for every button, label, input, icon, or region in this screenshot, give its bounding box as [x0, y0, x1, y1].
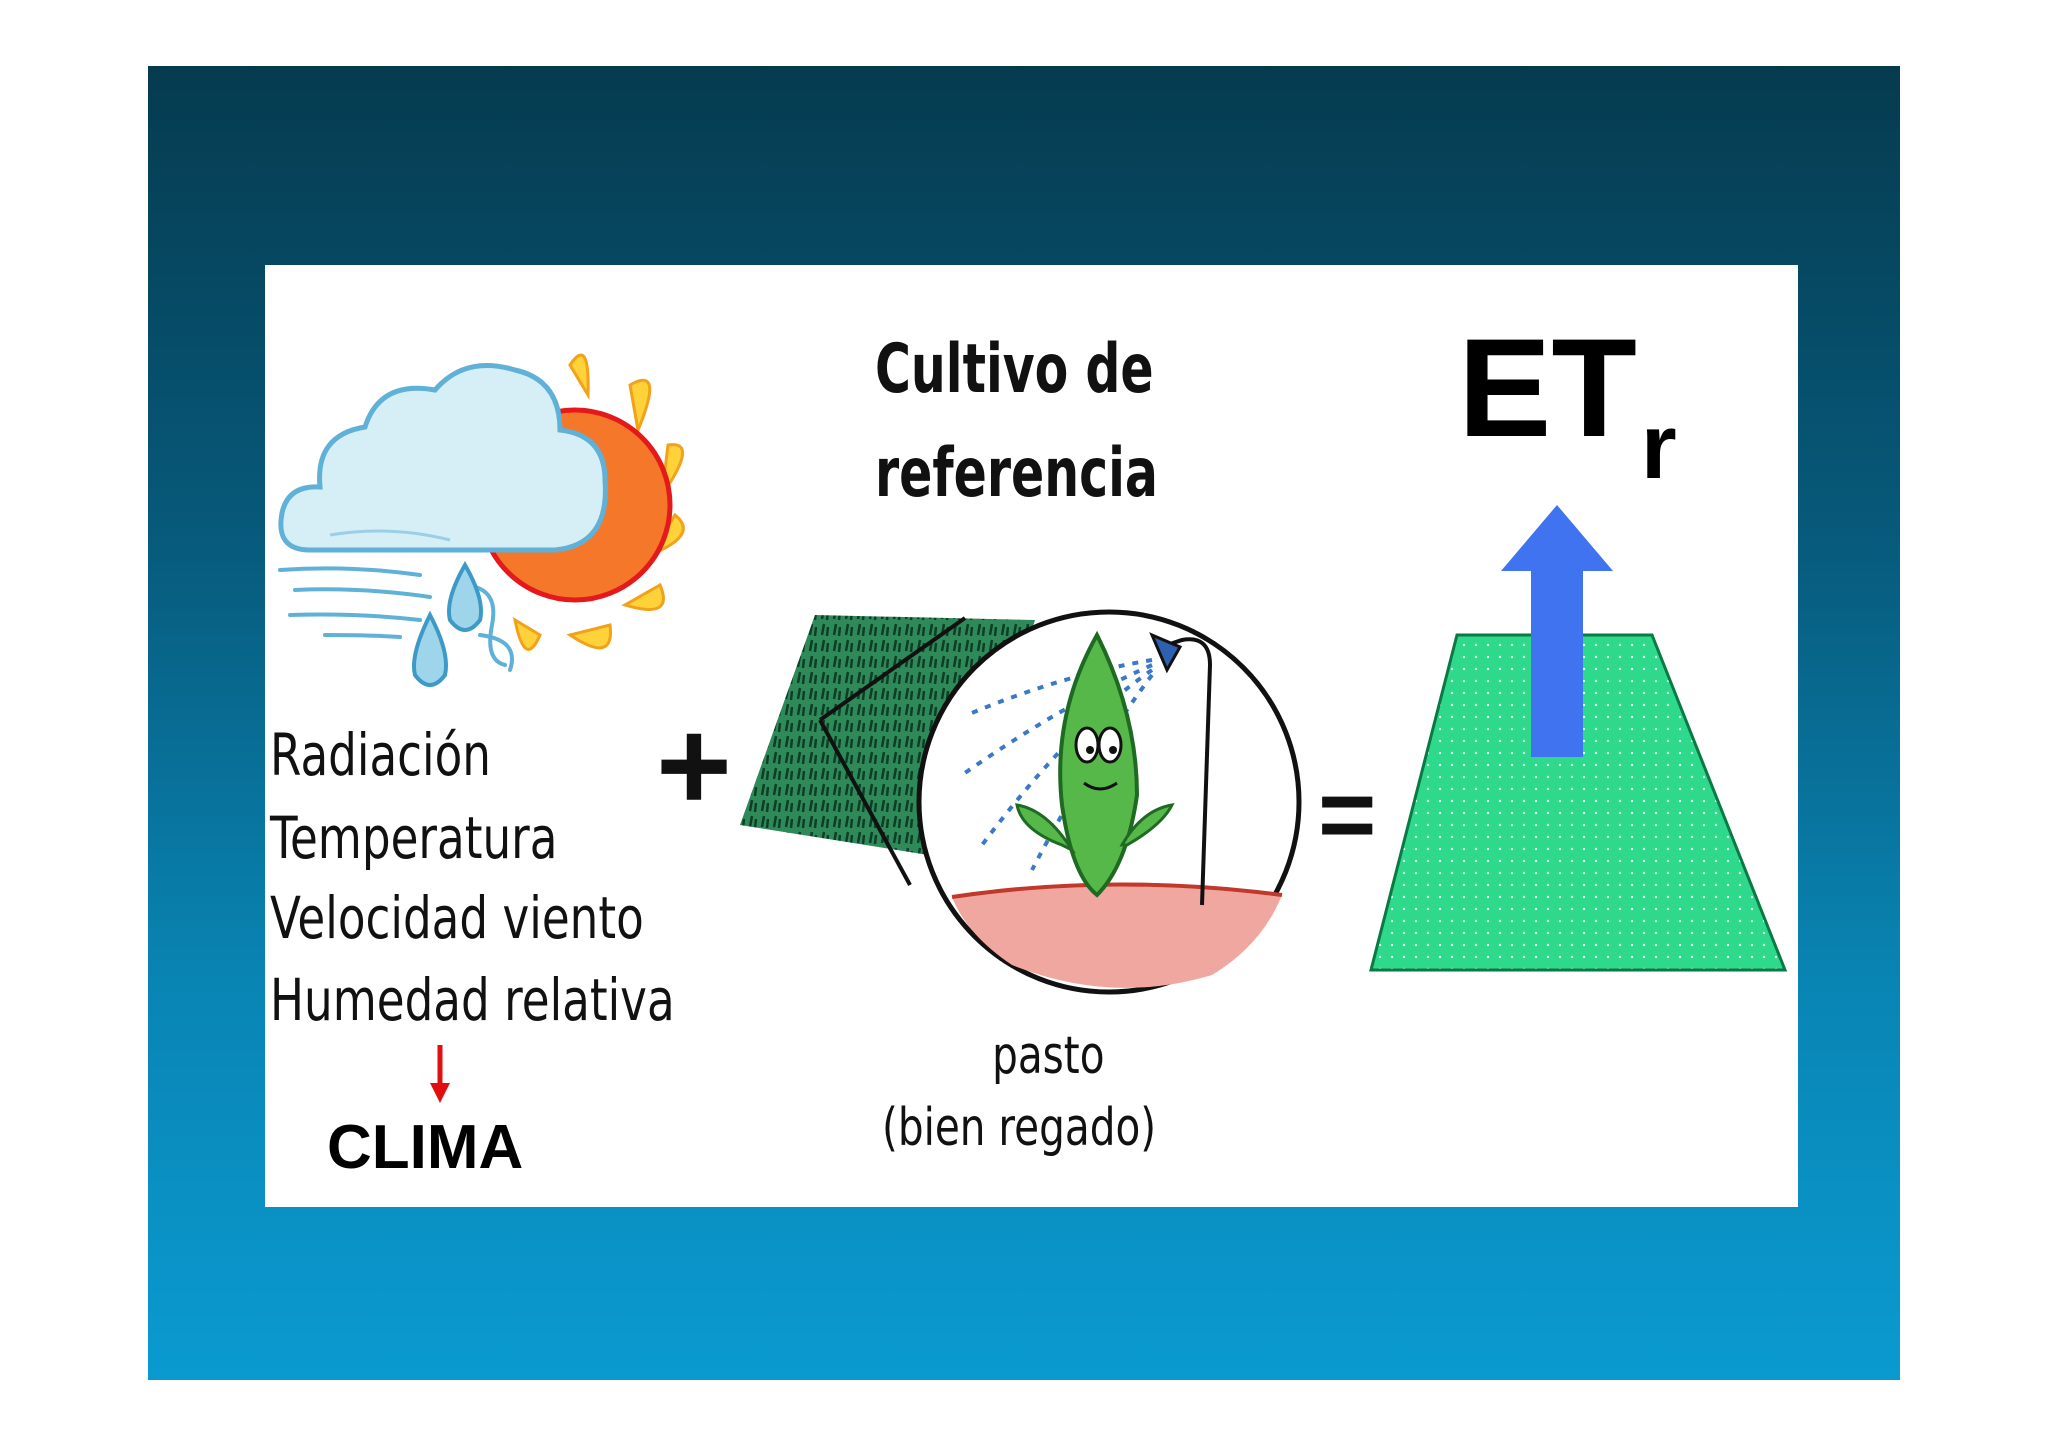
et-main: ET — [1458, 309, 1637, 466]
plus-sign: + — [656, 692, 732, 838]
title-line-2: referencia — [875, 434, 1158, 513]
reference-crop-title: Cultivo de referencia — [875, 318, 1158, 526]
caption-line-2: (bien regado) — [882, 1098, 1157, 1158]
et-subscript: r — [1640, 396, 1677, 498]
et-volume-shape — [1369, 633, 1788, 972]
equals-sign: = — [1318, 759, 1377, 871]
down-arrow-icon — [430, 1045, 450, 1103]
et-reference-label: ETr — [1458, 318, 1677, 499]
zoom-lines — [818, 616, 967, 886]
climate-label: CLIMA — [327, 1113, 524, 1182]
factor-relative-humidity: Humedad relativa — [270, 966, 675, 1034]
caption-line-1: pasto — [992, 1026, 1105, 1086]
crop-caption: pasto (bien regado) — [882, 1020, 1156, 1164]
irrigated-plant-icon — [916, 609, 1302, 995]
factor-temperature: Temperatura — [270, 804, 558, 872]
up-arrow-icon — [1501, 505, 1613, 757]
weather-icon — [278, 353, 685, 687]
factor-radiation: Radiación — [270, 721, 491, 789]
title-line-1: Cultivo de — [875, 330, 1154, 409]
factor-wind-speed: Velocidad viento — [270, 884, 644, 952]
